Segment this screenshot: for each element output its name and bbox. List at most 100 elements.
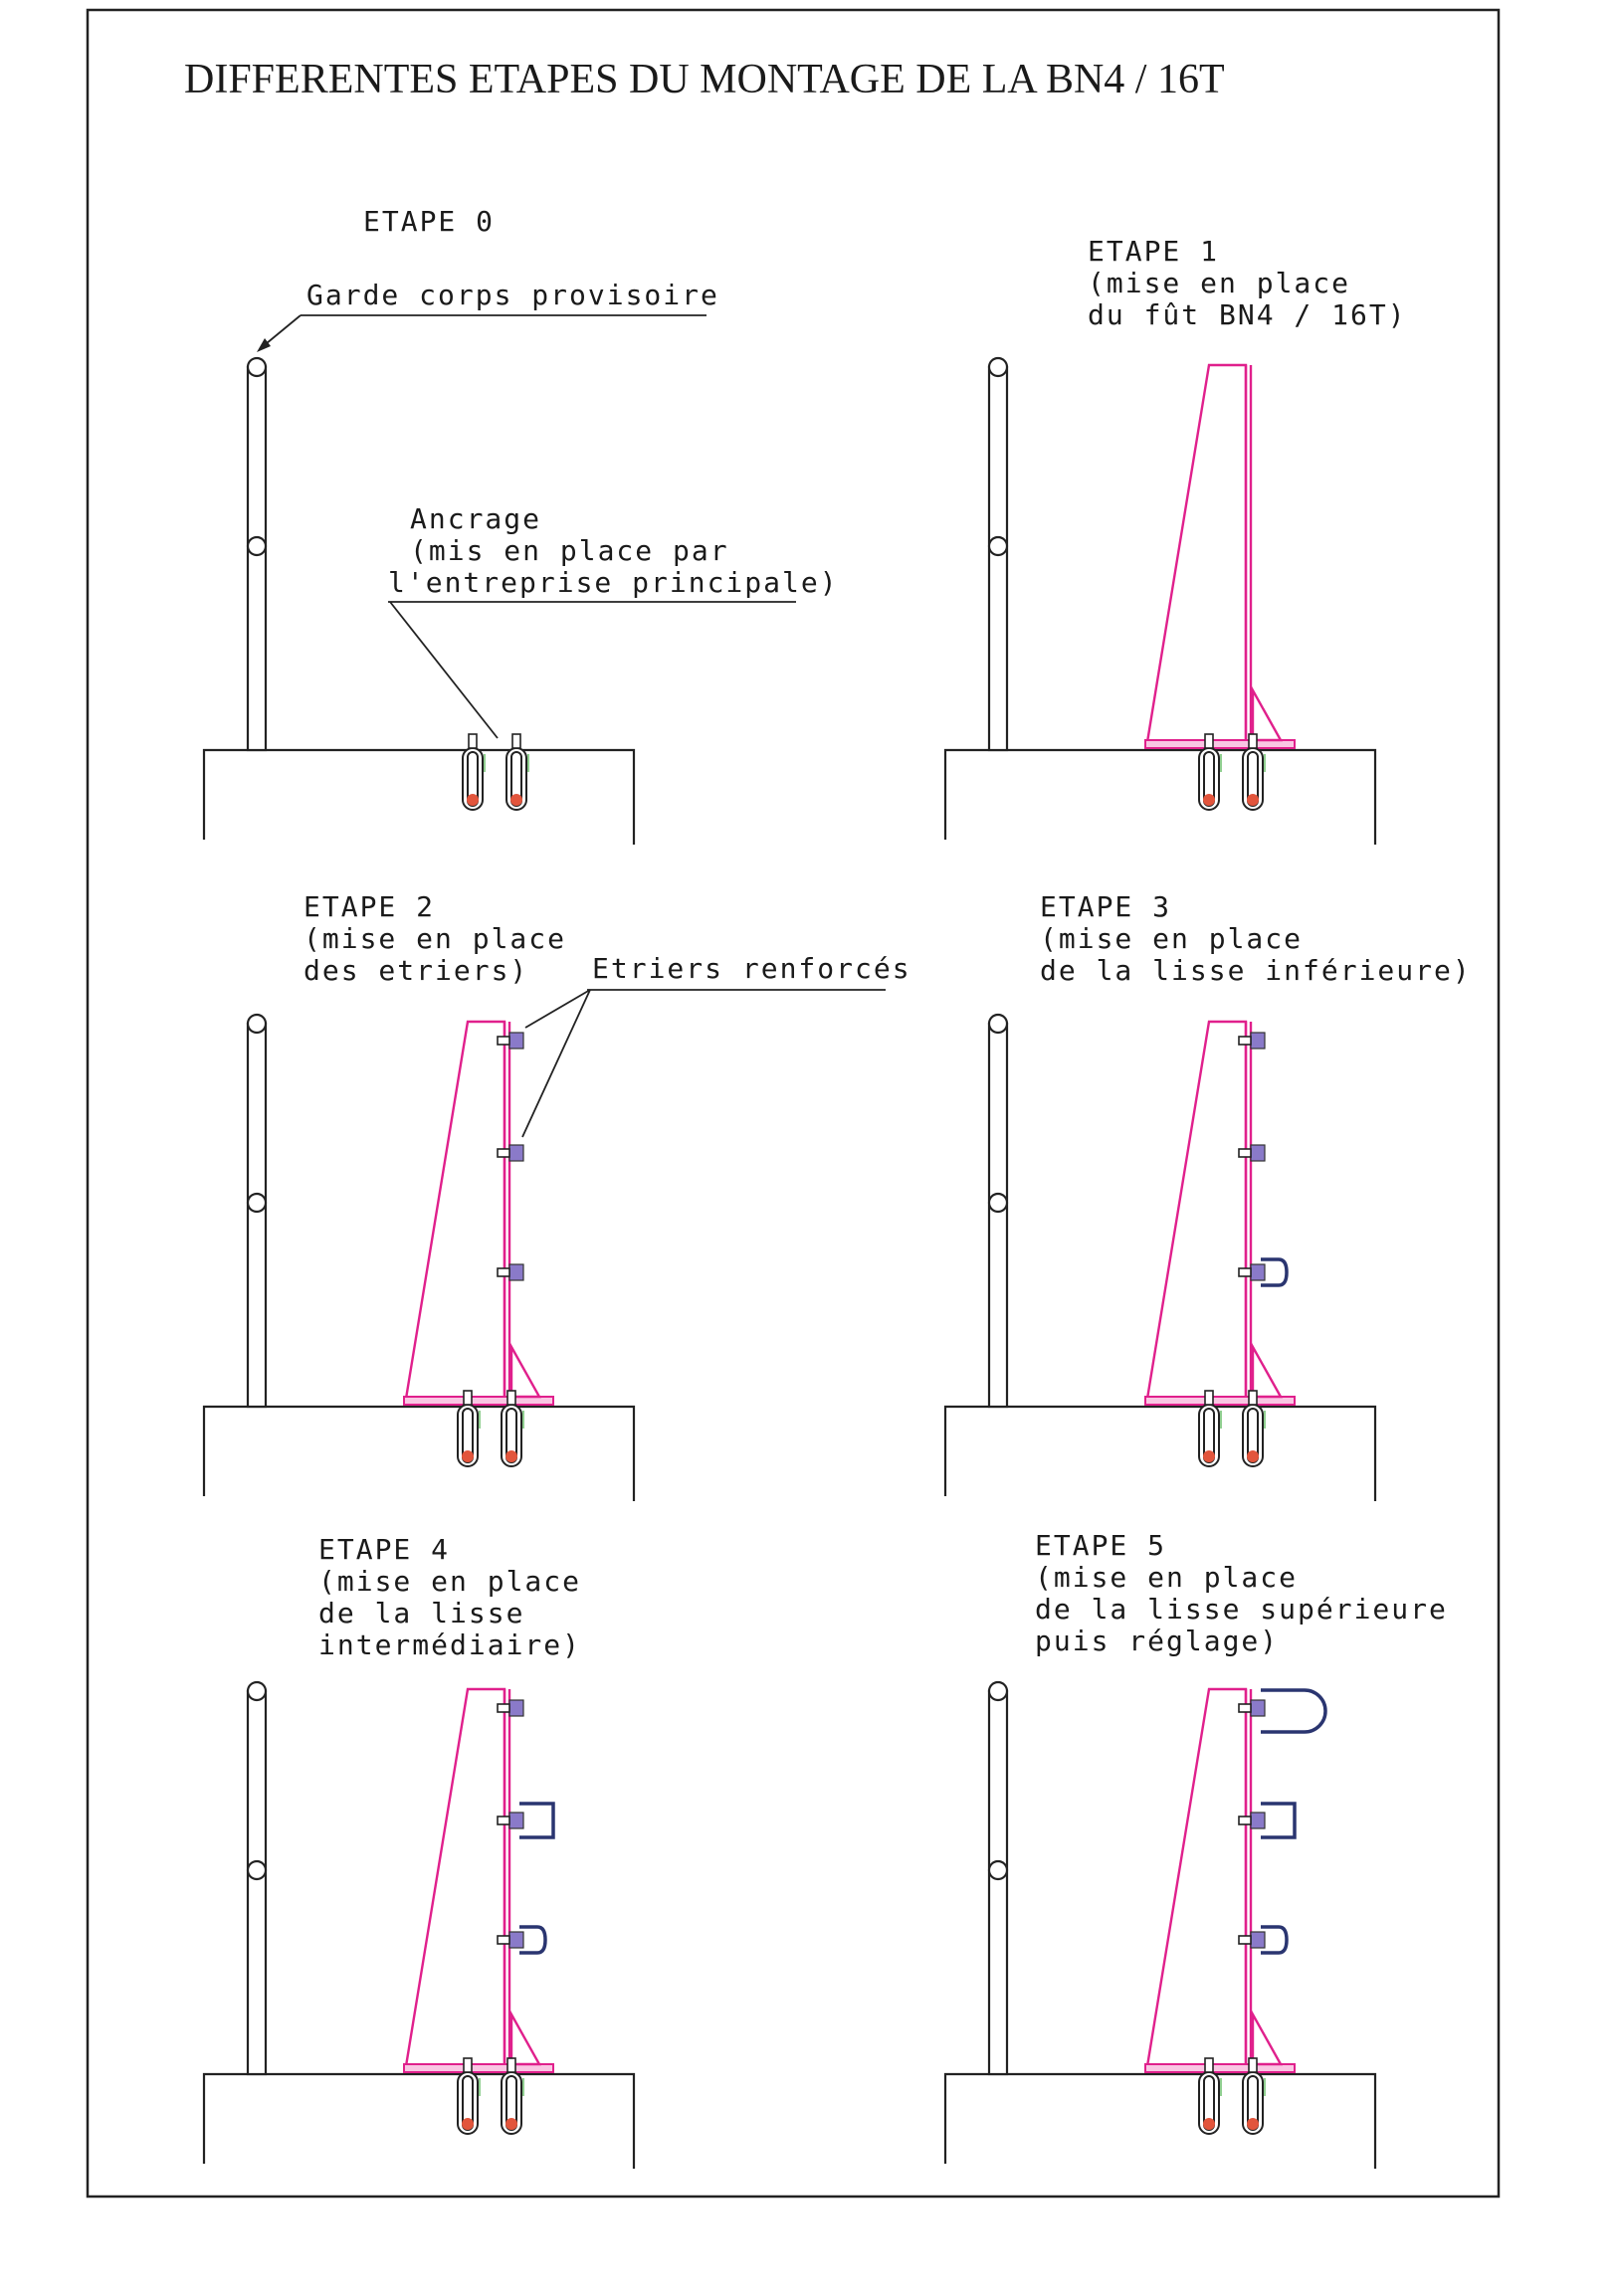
anchor-tip — [1247, 794, 1259, 806]
anchor-tip — [1203, 794, 1215, 806]
anchor-nut — [1204, 733, 1214, 749]
fut-gusset — [1251, 685, 1284, 742]
guardrail-post-top — [246, 1013, 268, 1035]
etrier-bolt — [497, 1267, 510, 1277]
etrier-bolt — [1238, 1935, 1252, 1945]
guardrail-post-joint — [246, 1192, 268, 1214]
guardrail-post — [987, 1689, 1009, 2076]
annotation-etriers: Etriers renforcés — [521, 952, 909, 1138]
page-frame — [86, 8, 1501, 2199]
etrier-bolt — [1238, 1267, 1252, 1277]
fut-gusset — [1251, 1342, 1284, 1399]
anchor-tip — [1203, 2118, 1215, 2130]
concrete-slab — [943, 1405, 1377, 1501]
etrier — [1250, 1263, 1266, 1281]
anchor-nut — [463, 1390, 473, 1406]
guardrail-post-joint — [987, 535, 1009, 557]
step-1-heading: ETAPE 1 — [1088, 235, 1219, 268]
lisse-inferieure — [1261, 1925, 1289, 1955]
step-3-heading: ETAPE 3 — [1040, 890, 1171, 923]
etrier — [508, 1699, 524, 1717]
etrier — [1250, 1812, 1266, 1829]
fut-base-plate — [1144, 739, 1296, 749]
stage-0-drawing — [202, 356, 636, 845]
step-1-label: ETAPE 1 (mise en place du fût BN4 / 16T) — [1088, 235, 1407, 331]
etrier-bolt — [1238, 1036, 1252, 1046]
step-4-heading: ETAPE 4 — [318, 1533, 450, 1566]
stage-4-drawing — [202, 1680, 636, 2169]
guardrail-post — [987, 1022, 1009, 1409]
anchor-nut — [1204, 2057, 1214, 2073]
etrier — [508, 1812, 524, 1829]
etrier — [1250, 1931, 1266, 1949]
step-0-heading: ETAPE 0 — [363, 205, 495, 238]
anchor-tip — [467, 794, 479, 806]
concrete-slab — [943, 2072, 1377, 2169]
lisse-inferieure — [519, 1925, 547, 1955]
guardrail-post-joint — [246, 1859, 268, 1881]
step-0-label: ETAPE 0 — [363, 205, 495, 238]
fut-body — [1145, 1020, 1248, 1401]
step-1-line-1: (mise en place — [1088, 267, 1350, 299]
anchor-tip — [1247, 1450, 1259, 1462]
step-1-line-2: du fût BN4 / 16T) — [1088, 298, 1407, 331]
anchor-nut — [1204, 1390, 1214, 1406]
step-5-line-3: puis réglage) — [1035, 1625, 1279, 1657]
guardrail-post-top — [987, 1680, 1009, 1702]
etrier — [1250, 1699, 1266, 1717]
etrier — [1250, 1032, 1266, 1050]
annotation-garde-corps: Garde corps provisoire — [257, 279, 719, 352]
step-3-label: ETAPE 3 (mise en place de la lisse infér… — [1040, 890, 1470, 987]
step-4-line-2: de la lisse — [318, 1597, 524, 1629]
fut-base-plate — [403, 2063, 554, 2073]
etrier-bolt — [497, 1036, 510, 1046]
step-2-label: ETAPE 2 (mise en place des etriers) — [303, 890, 564, 987]
fut-base-plate — [403, 1396, 554, 1406]
etrier — [508, 1263, 524, 1281]
lisse-superieure — [1261, 1688, 1327, 1734]
stage-2-drawing — [202, 1013, 636, 1501]
step-5-line-2: de la lisse supérieure — [1035, 1593, 1448, 1626]
etrier-bolt — [1238, 1148, 1252, 1158]
fut-gusset — [1251, 2009, 1284, 2066]
annotation-ancrage-line-1: Ancrage — [410, 502, 541, 535]
concrete-slab — [202, 1405, 636, 1501]
guardrail-post-joint — [987, 1192, 1009, 1214]
guardrail-post-joint — [987, 1859, 1009, 1881]
fut-gusset — [509, 1342, 542, 1399]
annotation-ancrage-line-3: l'entreprise principale) — [388, 566, 839, 599]
annotation-ancrage: Ancrage (mis en place par l'entreprise p… — [388, 502, 839, 739]
etrier — [508, 1144, 524, 1162]
stage-3-drawing — [943, 1013, 1377, 1501]
step-3-line-1: (mise en place — [1040, 922, 1303, 955]
etrier-bolt — [497, 1703, 510, 1713]
fut-body — [404, 1020, 506, 1401]
fut-base-plate — [1144, 1396, 1296, 1406]
anchor-tip — [510, 794, 522, 806]
anchor-nut — [1248, 1390, 1258, 1406]
fut-gusset — [509, 2009, 542, 2066]
step-2-heading: ETAPE 2 — [303, 890, 435, 923]
step-5-line-1: (mise en place — [1035, 1561, 1298, 1594]
guardrail-post-top — [987, 356, 1009, 378]
guardrail-post-joint — [246, 535, 268, 557]
anchor-tip — [1247, 2118, 1259, 2130]
page-title: DIFFERENTES ETAPES DU MONTAGE DE LA BN4 … — [184, 57, 1225, 102]
lisse-intermediaire — [519, 1802, 555, 1839]
anchor-tip — [505, 2118, 517, 2130]
anchor-nut — [506, 1390, 516, 1406]
concrete-slab — [202, 748, 636, 845]
step-4-line-1: (mise en place — [318, 1565, 581, 1598]
lisse-intermediaire — [1261, 1802, 1297, 1839]
anchor-nut — [1248, 733, 1258, 749]
annotation-garde-corps-text: Garde corps provisoire — [306, 279, 719, 311]
anchor-tip — [505, 1450, 517, 1462]
anchor-nut — [506, 2057, 516, 2073]
concrete-slab — [202, 2072, 636, 2169]
guardrail-post — [987, 365, 1009, 752]
concrete-slab — [943, 748, 1377, 845]
fut-base-plate — [1144, 2063, 1296, 2073]
step-2-line-2: des etriers) — [303, 954, 528, 987]
fut-body — [404, 1687, 506, 2068]
